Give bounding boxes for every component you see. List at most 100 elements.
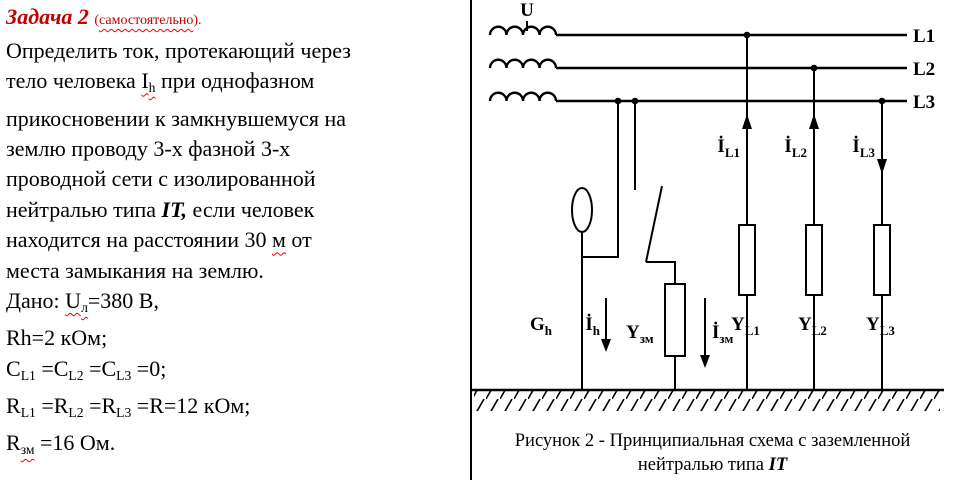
text-segment: прикосновении к замкнувшемуся на xyxy=(6,105,347,131)
text-segment: ( xyxy=(94,13,100,28)
arrow-il3-head xyxy=(877,159,887,174)
label-source-voltage-u: U xyxy=(520,0,534,21)
text-segment: C xyxy=(6,355,21,381)
text-segment: =0; xyxy=(131,355,167,381)
arrow-il2-head xyxy=(809,114,819,129)
text-segment: I xyxy=(141,68,149,94)
text-segment: =R xyxy=(35,392,69,418)
source-coil-l2 xyxy=(488,58,558,69)
text-segment: IT, xyxy=(161,196,188,222)
text-segment: при однофазном xyxy=(155,68,315,94)
resistor-yl3 xyxy=(873,224,891,296)
text-segment: L1 xyxy=(20,404,36,420)
column-divider xyxy=(470,0,472,480)
text-segment: л xyxy=(81,299,88,315)
person-symbol xyxy=(571,187,593,233)
arrow-izm-head xyxy=(700,355,710,368)
text-segment: Задача 2 xyxy=(6,4,95,29)
figure-caption-line1: Рисунок 2 - Принципиальная схема с зазем… xyxy=(472,429,953,453)
text-line: Rзм =16 Ом. xyxy=(6,428,468,465)
junction-l2 xyxy=(810,64,818,72)
text-segment: Дано: xyxy=(6,288,66,314)
junction-fault xyxy=(631,97,639,105)
label-admittance-yl1: YL1 xyxy=(731,314,760,338)
text-line: Rh=2 кОм; xyxy=(6,323,468,353)
fault-to-resistor-wire xyxy=(646,261,676,284)
caption-text: Рисунок 2 - Принципиальная схема с зазем… xyxy=(514,431,911,451)
label-admittance-yzm: Yзм xyxy=(626,322,654,346)
text-line: Дано: Uл=380 В, xyxy=(6,286,468,323)
text-line: прикосновении к замкнувшемуся на xyxy=(6,104,468,134)
text-line: CL1 =CL2 =CL3 =0; xyxy=(6,354,468,391)
junction-dots xyxy=(614,31,886,105)
problem-text: Определить ток, протекающий через тело че… xyxy=(6,36,468,465)
arrow-ih-head xyxy=(601,339,611,352)
text-segment: ). xyxy=(193,13,202,28)
text-line: проводной сети с изолированной xyxy=(6,164,468,194)
label-current-izm: İзм xyxy=(712,322,733,346)
text-line: находится на расстоянии 30 м от xyxy=(6,225,468,255)
problem-statement: Задача 2 (самостоятельно). Определить то… xyxy=(6,2,468,465)
phase-conductors xyxy=(556,33,907,103)
text-segment: проводной сети с изолированной xyxy=(6,166,316,192)
arrow-il1-head xyxy=(742,114,752,129)
person-touch-branch xyxy=(582,101,619,258)
source-coils xyxy=(488,21,558,102)
text-segment: L3 xyxy=(116,367,132,383)
label-current-il1: İL1 xyxy=(717,136,740,160)
resistor-yl2 xyxy=(805,224,823,296)
resistor-boxes xyxy=(664,224,891,357)
text-line: места замыкания на землю. xyxy=(6,256,468,286)
source-coil-l3 xyxy=(488,91,558,102)
label-phase-l2: L2 xyxy=(913,59,935,80)
ground-hatching xyxy=(474,391,940,411)
text-segment: от xyxy=(285,227,312,253)
junction-l1 xyxy=(743,31,751,39)
text-segment: =R=12 кОм; xyxy=(131,392,251,418)
text-segment: =R xyxy=(83,392,117,418)
text-segment: зм xyxy=(20,441,35,457)
text-segment: м xyxy=(271,227,286,253)
text-segment: Определить ток, протекающий через xyxy=(6,38,351,63)
current-arrows xyxy=(601,114,887,368)
text-segment: L2 xyxy=(68,404,84,420)
text-segment: U xyxy=(65,288,82,314)
text-segment: R xyxy=(6,392,21,418)
label-conductance-gh: Gh xyxy=(530,314,553,338)
text-segment: L2 xyxy=(68,367,84,383)
text-segment: h xyxy=(148,80,156,96)
text-segment: если человек xyxy=(187,196,315,222)
text-segment: =C xyxy=(83,355,117,381)
text-segment: =16 Ом. xyxy=(34,430,116,456)
label-current-il2: İL2 xyxy=(784,136,807,160)
fault-switch-blade xyxy=(645,185,663,263)
text-segment: тело человека xyxy=(6,68,142,94)
text-line: землю проводу 3-х фазной 3-х xyxy=(6,134,468,164)
text-segment: находится на расстоянии 30 xyxy=(6,227,272,253)
figure-caption: Рисунок 2 - Принципиальная схема с зазем… xyxy=(472,429,953,477)
text-line: нейтралью типа IT, если человек xyxy=(6,195,468,225)
problem-title: Задача 2 (самостоятельно). xyxy=(6,2,468,36)
text-segment: L1 xyxy=(20,367,36,383)
text-line: тело человека Ih при однофазном xyxy=(6,66,468,103)
text-segment: самостоятельно xyxy=(99,13,194,28)
resistor-yl1 xyxy=(738,224,756,296)
caption-it-type: IT xyxy=(768,455,788,475)
label-current-ih: İh xyxy=(585,314,600,338)
text-line: RL1 =RL2 =RL3 =R=12 кОм; xyxy=(6,391,468,428)
text-segment: Rh=2 кОм; xyxy=(6,325,108,351)
text-segment: L3 xyxy=(116,404,132,420)
caption-text: нейтралью типа xyxy=(637,455,769,475)
source-coil-l1 xyxy=(488,25,558,36)
text-segment: места замыкания на землю. xyxy=(6,257,264,283)
figure-caption-line2: нейтралью типа IT xyxy=(472,453,953,477)
junction-l3 xyxy=(878,97,886,105)
resistor-yzm xyxy=(664,283,686,357)
junction-touch xyxy=(614,97,622,105)
text-segment: нейтралью типа xyxy=(6,196,162,222)
text-segment: землю проводу 3-х фазной 3-х xyxy=(6,136,291,162)
label-phase-l1: L1 xyxy=(913,26,935,47)
text-segment: =C xyxy=(35,355,69,381)
